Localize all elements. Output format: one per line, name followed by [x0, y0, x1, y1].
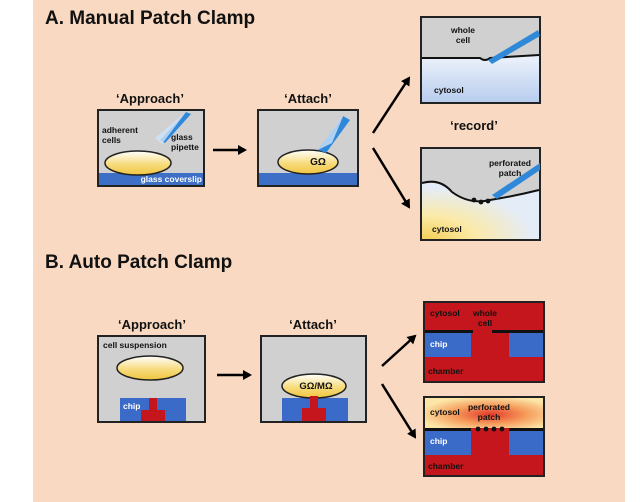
b-chip-bottom-label: chip: [430, 436, 447, 446]
b-chamber-top-label: chamber: [428, 366, 464, 376]
b-attach-panel: GΩ/MΩ: [260, 335, 367, 423]
a-arrow-to-perforated: [371, 147, 411, 209]
a-cytosol-bottom-label: cytosol: [432, 224, 462, 234]
b-approach-label: ‘Approach’: [118, 317, 186, 332]
b-approach-panel: cell suspension chip: [97, 335, 206, 423]
a-arrow-to-whole-cell: [371, 76, 411, 134]
b-chip-left-label: chip: [123, 401, 140, 411]
adherent-cell: [104, 150, 172, 176]
suspended-cell: [116, 355, 184, 381]
glass-coverslip: [99, 173, 203, 185]
b-chamber-bottom-label: chamber: [428, 461, 464, 471]
perforated-pipette: [492, 163, 540, 199]
a-attach-panel: GΩ: [257, 109, 359, 187]
whole-cell-pipette: [488, 30, 540, 64]
seal-label: GΩ/MΩ: [299, 381, 333, 392]
b-chip-top-label: chip: [430, 339, 447, 349]
section-a-title: A. Manual Patch Clamp: [45, 8, 255, 29]
b-arrow-to-whole-cell: [381, 334, 417, 367]
a-record-label: ‘record’: [450, 118, 498, 133]
cell-suspension-label: cell suspension: [103, 340, 167, 350]
chip-aperture: [149, 398, 157, 412]
gigaohm-label: GΩ: [310, 157, 326, 168]
a-attach-label: ‘Attach’: [284, 91, 332, 106]
b-cytosol-top-label: cytosol: [430, 308, 460, 318]
b-attach-label: ‘Attach’: [289, 317, 337, 332]
section-b-title: B. Auto Patch Clamp: [45, 252, 232, 273]
glass-coverslip-label: glass coverslip: [141, 174, 202, 184]
b-cytosol-bottom-label: cytosol: [430, 407, 460, 417]
a-cytosol-top-label: cytosol: [434, 85, 464, 95]
a-approach-label: ‘Approach’: [116, 91, 184, 106]
b-arrow-to-perforated: [380, 383, 417, 439]
